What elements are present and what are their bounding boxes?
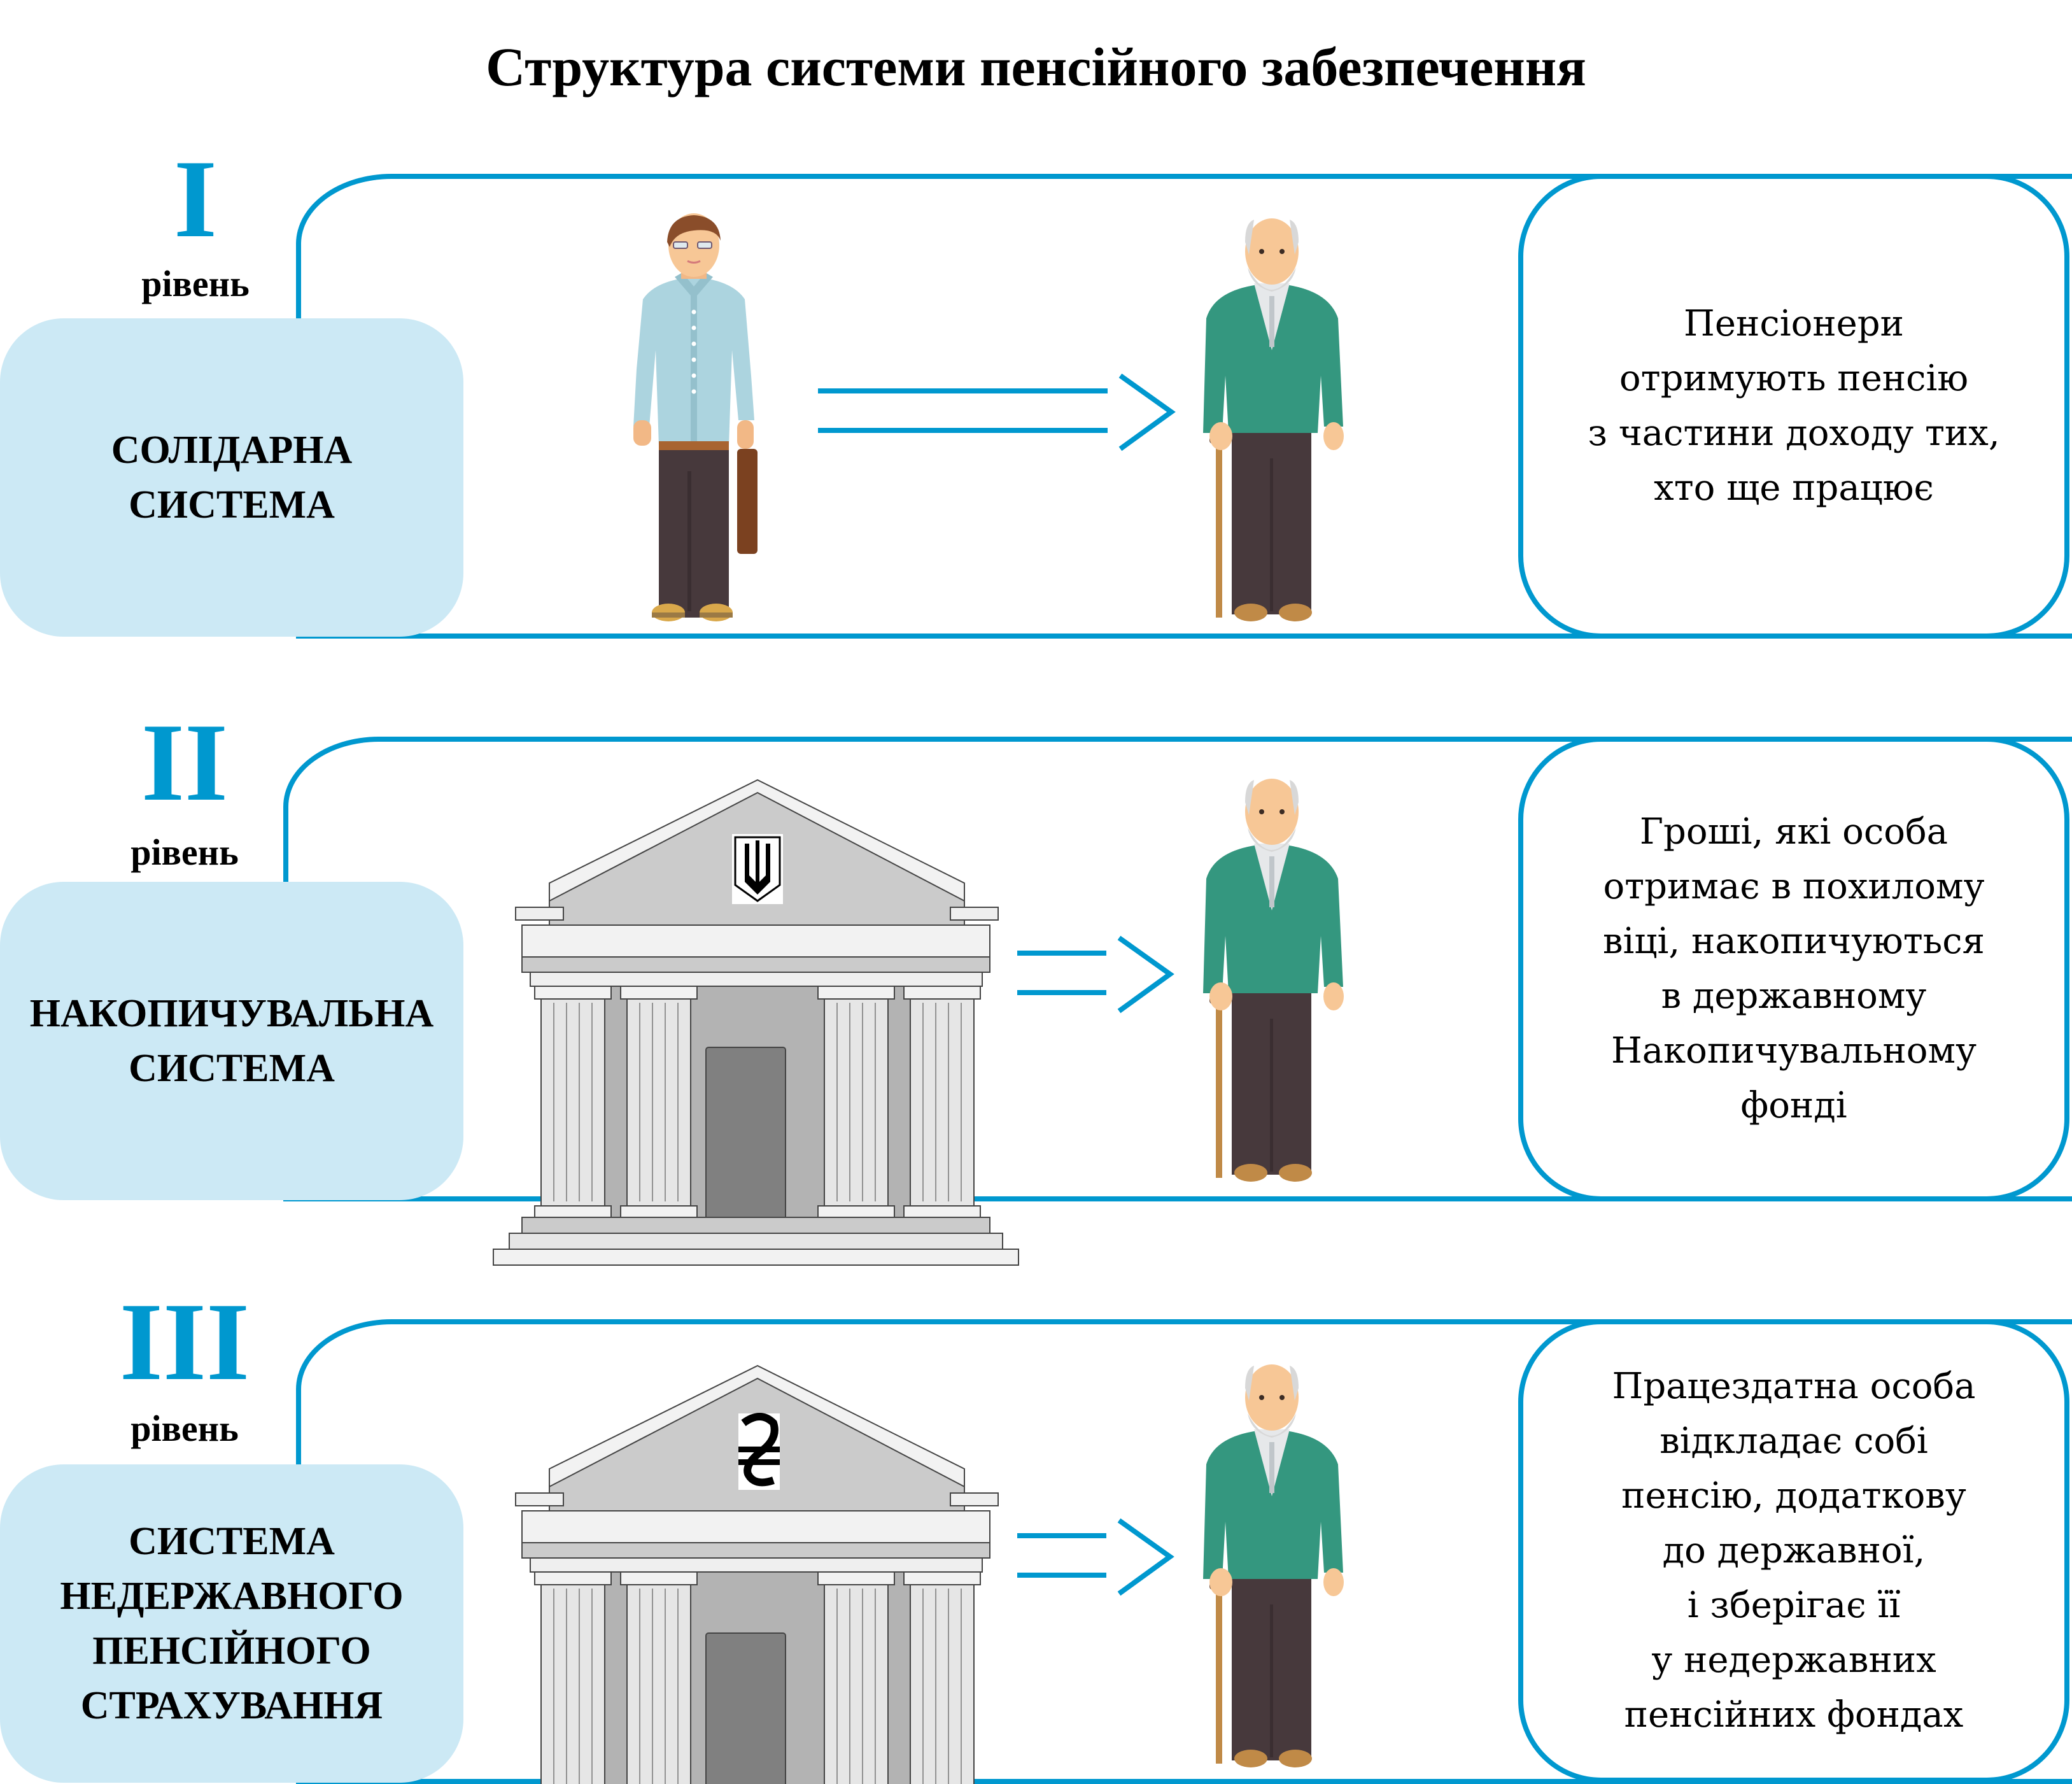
description-line: пенсійних фондах (1624, 1694, 1964, 1736)
description-line: відкладає собі (1660, 1420, 1928, 1462)
description-line: отримає в похилому (1603, 866, 1985, 907)
system-name-line: СИСТЕМА (129, 1047, 335, 1090)
description-line: пенсію, додаткову (1621, 1475, 1966, 1517)
pensioner-icon (1203, 1364, 1344, 1767)
system-name-line: НАКОПИЧУВАЛЬНА (29, 992, 434, 1035)
state-building-trident-icon (493, 779, 1019, 1266)
level-3-numeral: III (119, 1280, 250, 1403)
arrow-right-icon (1017, 1518, 1174, 1596)
level-3-description: Працездатна особа відкладає собі пенсію,… (1518, 1319, 2069, 1783)
level-2-system-box: НАКОПИЧУВАЛЬНА СИСТЕМА (0, 882, 463, 1200)
description-line: фонді (1740, 1085, 1847, 1126)
description-line: віці, накопичуються (1603, 921, 1985, 962)
level-2-numeral: II (141, 700, 229, 824)
system-name-line: ПЕНСІЙНОГО (92, 1629, 371, 1673)
system-name-line: СОЛІДАРНА (111, 428, 353, 472)
arrow-right-icon (818, 373, 1176, 451)
level-1-label: рівень (141, 263, 250, 304)
description-line: в державному (1661, 975, 1927, 1017)
arrow-right-icon (1017, 935, 1174, 1014)
bank-building-hryvnia-icon (515, 1364, 999, 1784)
pensioner-icon (1203, 218, 1344, 621)
system-name-line: СИСТЕМА (129, 1520, 335, 1563)
level-1-system-box: СОЛІДАРНА СИСТЕМА (0, 318, 463, 637)
level-2-label: рівень (130, 832, 239, 873)
description-line: з частини доходу тих, (1588, 413, 2000, 454)
description-line: до державної, (1662, 1530, 1926, 1571)
page-title: Структура системи пенсійного забезпеченн… (486, 36, 1586, 97)
description-line: Накопичувальному (1610, 1030, 1977, 1072)
pensioner-icon (1203, 779, 1344, 1182)
level-2-description: Гроші, які особа отримає в похилому віці… (1518, 737, 2069, 1201)
description-line: Гроші, які особа (1639, 811, 1949, 853)
system-name-line: НЕДЕРЖАВНОГО (60, 1575, 404, 1618)
description-line: Пенсіонери (1684, 303, 1904, 344)
description-line: і зберігає її (1687, 1585, 1901, 1626)
system-name-line: СИСТЕМА (129, 483, 335, 527)
description-line: у недержавних (1651, 1639, 1936, 1681)
description-line: Працездатна особа (1612, 1366, 1976, 1407)
description-line: отримують пенсію (1619, 358, 1969, 399)
level-1-description: Пенсіонери отримують пенсію з частини до… (1518, 174, 2069, 639)
level-3-label: рівень (130, 1408, 239, 1449)
working-man-icon (633, 213, 758, 621)
description-line: хто ще працює (1654, 467, 1934, 509)
level-1-numeral: I (173, 137, 218, 260)
level-3-system-box: СИСТЕМА НЕДЕРЖАВНОГО ПЕНСІЙНОГО СТРАХУВА… (0, 1464, 463, 1783)
system-name-line: СТРАХУВАННЯ (80, 1684, 383, 1727)
